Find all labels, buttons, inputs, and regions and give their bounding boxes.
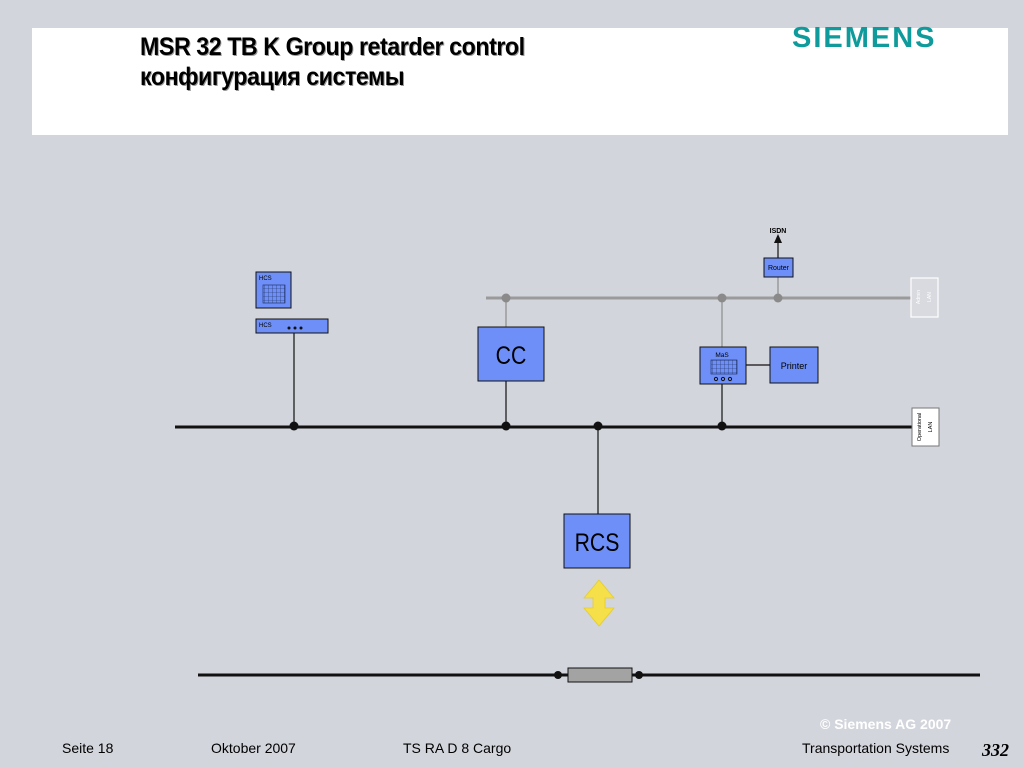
hcs-indicator-2 xyxy=(293,326,297,330)
rcs-box: RCS xyxy=(563,513,631,569)
hcs-unit-label: HCS xyxy=(259,323,272,329)
bidirectional-arrow-icon xyxy=(583,579,615,627)
mas-indicator-1 xyxy=(713,376,719,382)
siemens-logo: SIEMENS xyxy=(792,22,937,54)
admin-junction-router xyxy=(773,293,783,303)
mas-indicator-3 xyxy=(727,376,733,382)
operational-junction-cc xyxy=(501,421,511,431)
mas-indicator-2 xyxy=(720,376,726,382)
admin-lan-label-1: Admin xyxy=(916,290,922,304)
operational-junction-hcs xyxy=(289,421,299,431)
operational-junction-mas xyxy=(717,421,727,431)
copyright-text: © Siemens AG 2007 xyxy=(820,716,952,732)
cc-box: CC xyxy=(477,326,545,382)
rcs-label: RCS xyxy=(575,528,620,556)
hcs-indicator-3 xyxy=(299,326,303,330)
retarder-element xyxy=(567,667,633,683)
mas-screen-grid xyxy=(710,359,738,375)
mas-box: MaS xyxy=(699,346,747,385)
router-label: Router xyxy=(768,265,790,272)
isdn-label: ISDN xyxy=(770,228,787,235)
footer-page: Seite 18 xyxy=(62,740,114,756)
mas-label: MaS xyxy=(715,352,729,359)
hcs-screen-grid xyxy=(262,284,286,304)
operational-lan-label-2: LAN xyxy=(928,422,934,433)
page-number: 332 xyxy=(982,740,1009,760)
cc-label: CC xyxy=(496,341,527,369)
hcs-unit: HCS xyxy=(255,318,329,334)
hcs-monitor: HCS xyxy=(255,271,292,309)
admin-lan-label-box: Admin LAN xyxy=(910,277,939,318)
operational-lan-label-1: Operational xyxy=(917,413,923,441)
printer-box: Printer xyxy=(769,346,819,384)
operational-junction-rcs xyxy=(593,421,603,431)
admin-lan-label-2: LAN xyxy=(927,292,933,302)
title-line-1: MSR 32 TB K Group retarder control xyxy=(140,33,525,61)
header-panel xyxy=(32,28,1008,135)
printer-label: Printer xyxy=(781,361,808,371)
hcs-monitor-label: HCS xyxy=(259,276,272,282)
footer-date: Oktober 2007 xyxy=(211,740,296,756)
footer-division: Transportation Systems xyxy=(802,740,950,756)
admin-junction-mas xyxy=(717,293,727,303)
page-title: MSR 32 TB K Group retarder control конфи… xyxy=(140,32,525,92)
isdn-arrow xyxy=(774,234,782,243)
retarder-left-joint xyxy=(554,671,562,679)
title-line-2: конфигурация системы xyxy=(140,63,405,91)
operational-lan-label-box: Operational LAN xyxy=(911,407,940,447)
retarder-right-joint xyxy=(635,671,643,679)
footer-doc: TS RA D 8 Cargo xyxy=(403,740,512,756)
hcs-indicator-1 xyxy=(287,326,291,330)
router-box: Router xyxy=(763,257,794,278)
admin-junction-cc xyxy=(501,293,511,303)
